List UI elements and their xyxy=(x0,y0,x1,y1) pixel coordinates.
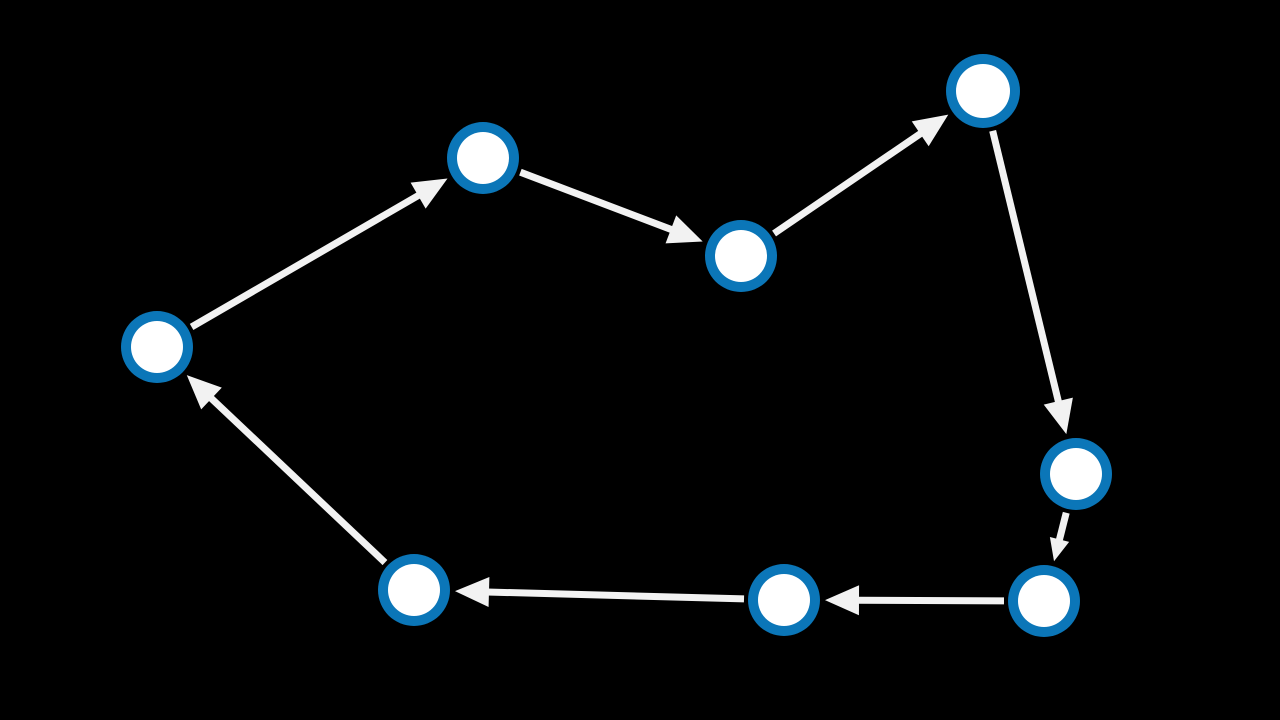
graph-edge[interactable] xyxy=(772,114,949,237)
edge-arrowhead-icon xyxy=(1049,537,1070,562)
graph-edge[interactable] xyxy=(1049,511,1070,562)
graph-node[interactable] xyxy=(1040,438,1112,510)
edge-line xyxy=(772,129,924,237)
node-core xyxy=(388,564,440,616)
graph-node[interactable] xyxy=(378,554,450,626)
edge-line xyxy=(486,588,745,603)
graph-edge[interactable] xyxy=(519,168,703,244)
edge-arrowhead-icon xyxy=(1043,397,1073,435)
edge-arrowhead-icon xyxy=(410,178,448,209)
edge-line xyxy=(207,394,388,566)
node-core xyxy=(1018,575,1070,627)
edge-arrowhead-icon xyxy=(186,375,222,410)
graph-edge[interactable] xyxy=(825,585,1005,616)
edge-line xyxy=(189,191,422,330)
edge-layer xyxy=(186,114,1073,616)
node-layer xyxy=(121,54,1112,637)
graph-edge[interactable] xyxy=(454,577,745,608)
graph-node[interactable] xyxy=(447,122,519,194)
graph-node[interactable] xyxy=(748,564,820,636)
graph-edge[interactable] xyxy=(189,178,448,330)
edge-arrowhead-icon xyxy=(454,577,490,608)
graph-node[interactable] xyxy=(946,54,1020,128)
edge-arrowhead-icon xyxy=(911,114,949,147)
edge-line xyxy=(519,168,675,234)
graph-node[interactable] xyxy=(1008,565,1080,637)
graph-edge[interactable] xyxy=(186,375,388,566)
edge-arrowhead-icon xyxy=(665,215,703,244)
graph-node[interactable] xyxy=(121,311,193,383)
edge-arrowhead-icon xyxy=(825,585,860,616)
node-core xyxy=(1050,448,1102,500)
edge-line xyxy=(856,596,1005,605)
node-core xyxy=(131,321,183,373)
node-core xyxy=(715,230,767,282)
node-core xyxy=(758,574,810,626)
graph-edge[interactable] xyxy=(989,130,1073,435)
edge-line xyxy=(989,130,1063,404)
node-core xyxy=(956,64,1010,118)
graph-node[interactable] xyxy=(705,220,777,292)
node-core xyxy=(457,132,509,184)
edge-line xyxy=(1055,511,1070,543)
